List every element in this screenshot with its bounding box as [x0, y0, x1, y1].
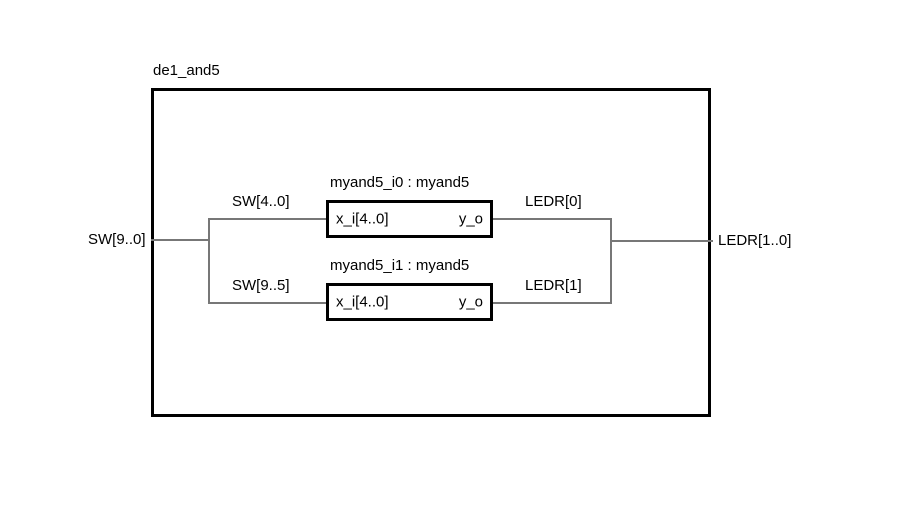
port-x-i-i0: x_i[4..0] — [336, 210, 389, 228]
instance-label-myand5-i0: myand5_i0 : myand5 — [330, 174, 470, 191]
wire-output-bus — [610, 240, 713, 242]
wire-sw-low — [208, 218, 327, 220]
net-label-sw-high: SW[9..5] — [232, 277, 290, 294]
wire-output-merge — [610, 218, 612, 303]
port-y-o-i0: y_o — [458, 210, 483, 228]
net-label-ledr1: LEDR[1] — [525, 277, 582, 294]
port-x-i-i1: x_i[4..0] — [336, 293, 389, 311]
wire-sw-high — [208, 302, 327, 304]
top-block-label: de1_and5 — [153, 62, 220, 79]
instance-block-myand5-i1[interactable]: x_i[4..0] y_o — [326, 283, 493, 321]
input-bus-label: SW[9..0] — [88, 231, 146, 248]
wire-input-bus — [151, 239, 209, 241]
wire-ledr0 — [493, 218, 612, 220]
wire-input-fanout — [208, 218, 210, 303]
instance-block-myand5-i0[interactable]: x_i[4..0] y_o — [326, 200, 493, 238]
wire-ledr1 — [493, 302, 612, 304]
port-y-o-i1: y_o — [458, 293, 483, 311]
instance-label-myand5-i1: myand5_i1 : myand5 — [330, 257, 470, 274]
top-block-boundary — [151, 88, 711, 417]
output-bus-label: LEDR[1..0] — [718, 232, 792, 249]
net-label-sw-low: SW[4..0] — [232, 193, 290, 210]
net-label-ledr0: LEDR[0] — [525, 193, 582, 210]
